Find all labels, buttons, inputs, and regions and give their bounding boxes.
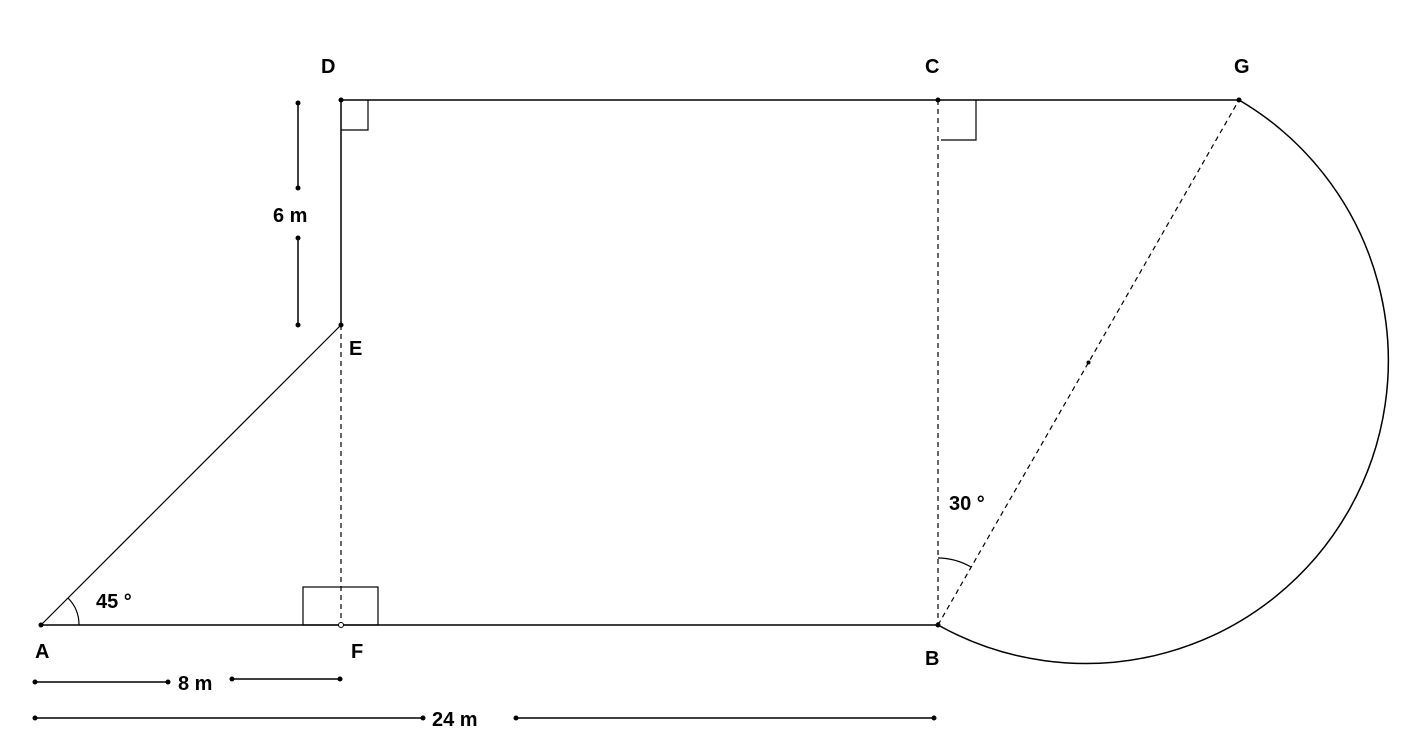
dimension-tick-ab-3 (513, 715, 519, 721)
right-angle-marker-c (941, 100, 977, 141)
dimension-tick-ab-1 (32, 715, 38, 721)
label-point-g: G (1234, 56, 1250, 78)
dimension-tick-de-1 (295, 100, 301, 106)
dimension-tick-de-2 (295, 185, 301, 191)
point-g-dot (1236, 97, 1242, 103)
segment-bg-diameter-dashed (937, 99, 1240, 626)
label-angle-a: 45 ° (96, 591, 132, 613)
dimension-tick-af-4 (337, 676, 343, 682)
label-dimension-ab: 24 m (432, 709, 478, 731)
point-d-dot (338, 97, 344, 103)
point-e-dot (338, 322, 344, 328)
dimension-tick-de-4 (295, 322, 301, 328)
angle-arc-b (937, 557, 972, 568)
right-angle-marker-d (341, 100, 369, 131)
semicircle-arc-bg (937, 99, 1390, 665)
point-b-dot (935, 622, 941, 628)
point-a-dot (38, 622, 44, 628)
label-point-e: E (349, 338, 362, 360)
point-f-dot (338, 622, 344, 628)
label-point-f: F (351, 641, 363, 663)
segment-ae (40, 324, 342, 626)
dimension-tick-af-3 (229, 676, 235, 682)
dimension-tick-af-2 (165, 679, 171, 685)
label-point-b: B (925, 648, 939, 670)
label-dimension-af: 8 m (178, 673, 212, 695)
label-dimension-de: 6 m (273, 205, 307, 227)
dimension-tick-de-3 (295, 235, 301, 241)
angle-arc-a (67, 597, 80, 626)
label-point-a: A (35, 641, 49, 663)
dimension-tick-ab-2 (420, 715, 426, 721)
point-c-dot (935, 97, 941, 103)
label-angle-b: 30 ° (949, 493, 985, 515)
dimension-tick-ab-4 (931, 715, 937, 721)
dimension-tick-af-1 (32, 679, 38, 685)
label-point-c: C (925, 56, 939, 78)
label-point-d: D (321, 56, 335, 78)
semicircle-center-point (1086, 360, 1091, 365)
